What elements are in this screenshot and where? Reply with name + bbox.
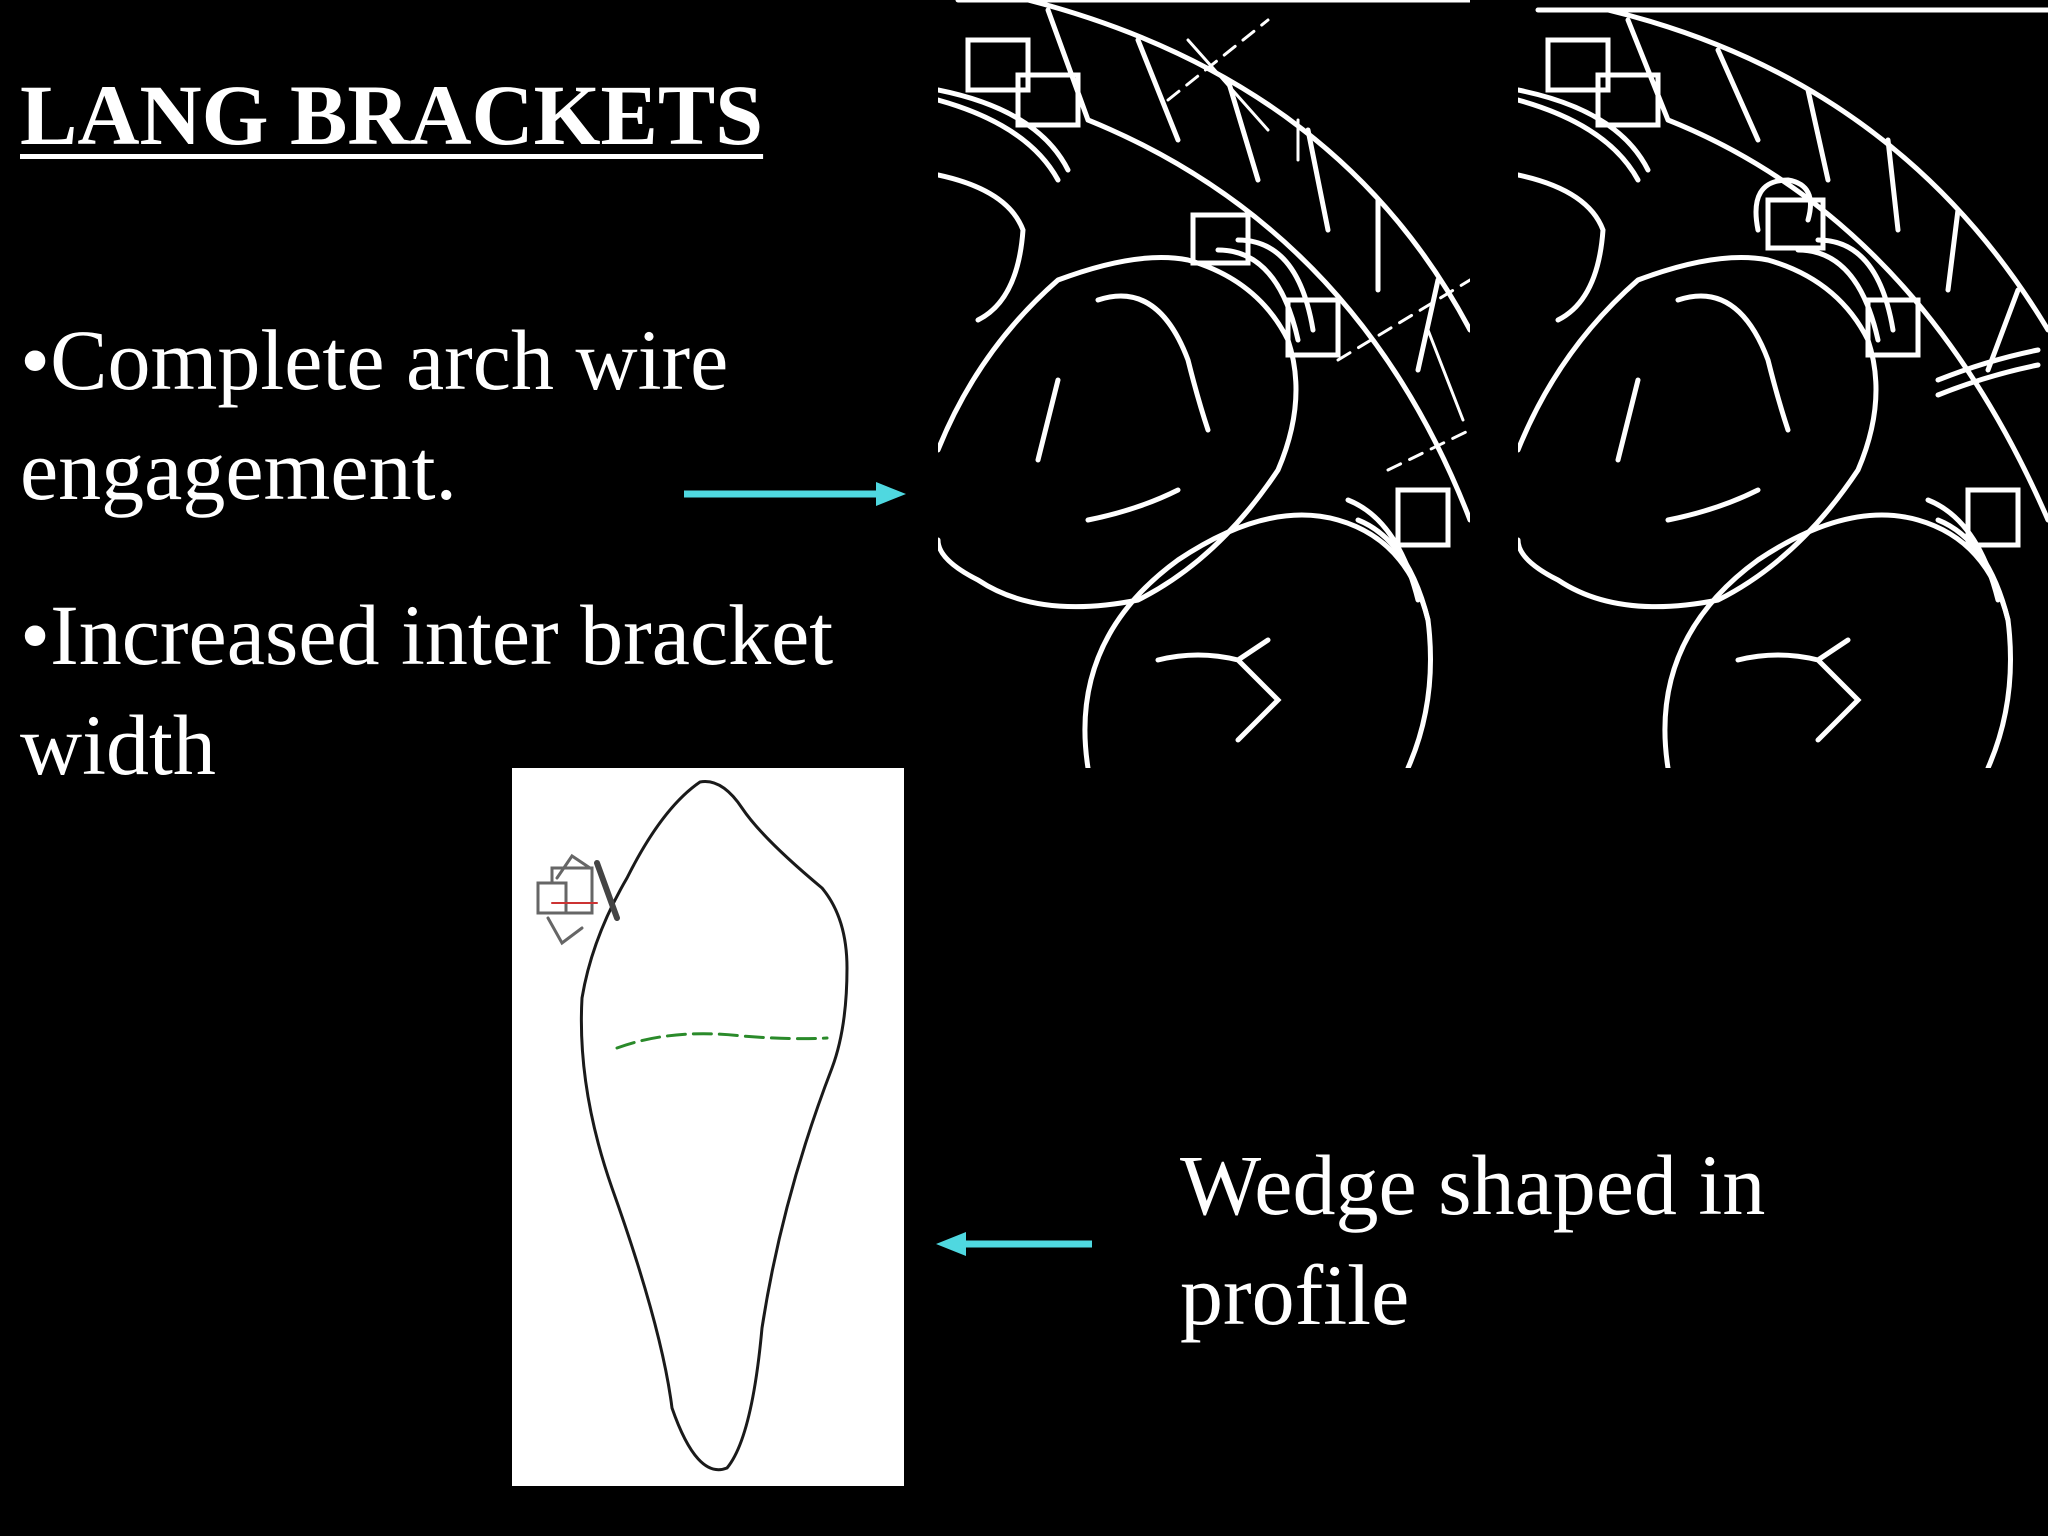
tooth-profile-icon <box>512 768 904 1486</box>
bullet-inter-bracket-width: •Increased inter bracket width <box>20 580 833 800</box>
bullet-line: •Complete arch wire <box>20 312 729 408</box>
arch-diagram-ligated-icon <box>1518 7 2048 768</box>
note-line: Wedge shaped in <box>1180 1137 1766 1233</box>
slide-title: LANG BRACKETS <box>20 67 764 163</box>
arch-diagram-measured-icon <box>938 0 1470 768</box>
bullet-line: width <box>20 697 216 793</box>
bullet-line: engagement. <box>20 422 457 518</box>
note-line: profile <box>1180 1247 1410 1343</box>
bullet-line: •Increased inter bracket <box>20 587 834 683</box>
bullet-complete-engagement: •Complete arch wire engagement. <box>20 305 728 525</box>
arrow-right-icon <box>684 482 906 506</box>
arrow-left-icon <box>936 1232 1092 1256</box>
wedge-note: Wedge shaped in profile <box>1180 1130 1765 1350</box>
